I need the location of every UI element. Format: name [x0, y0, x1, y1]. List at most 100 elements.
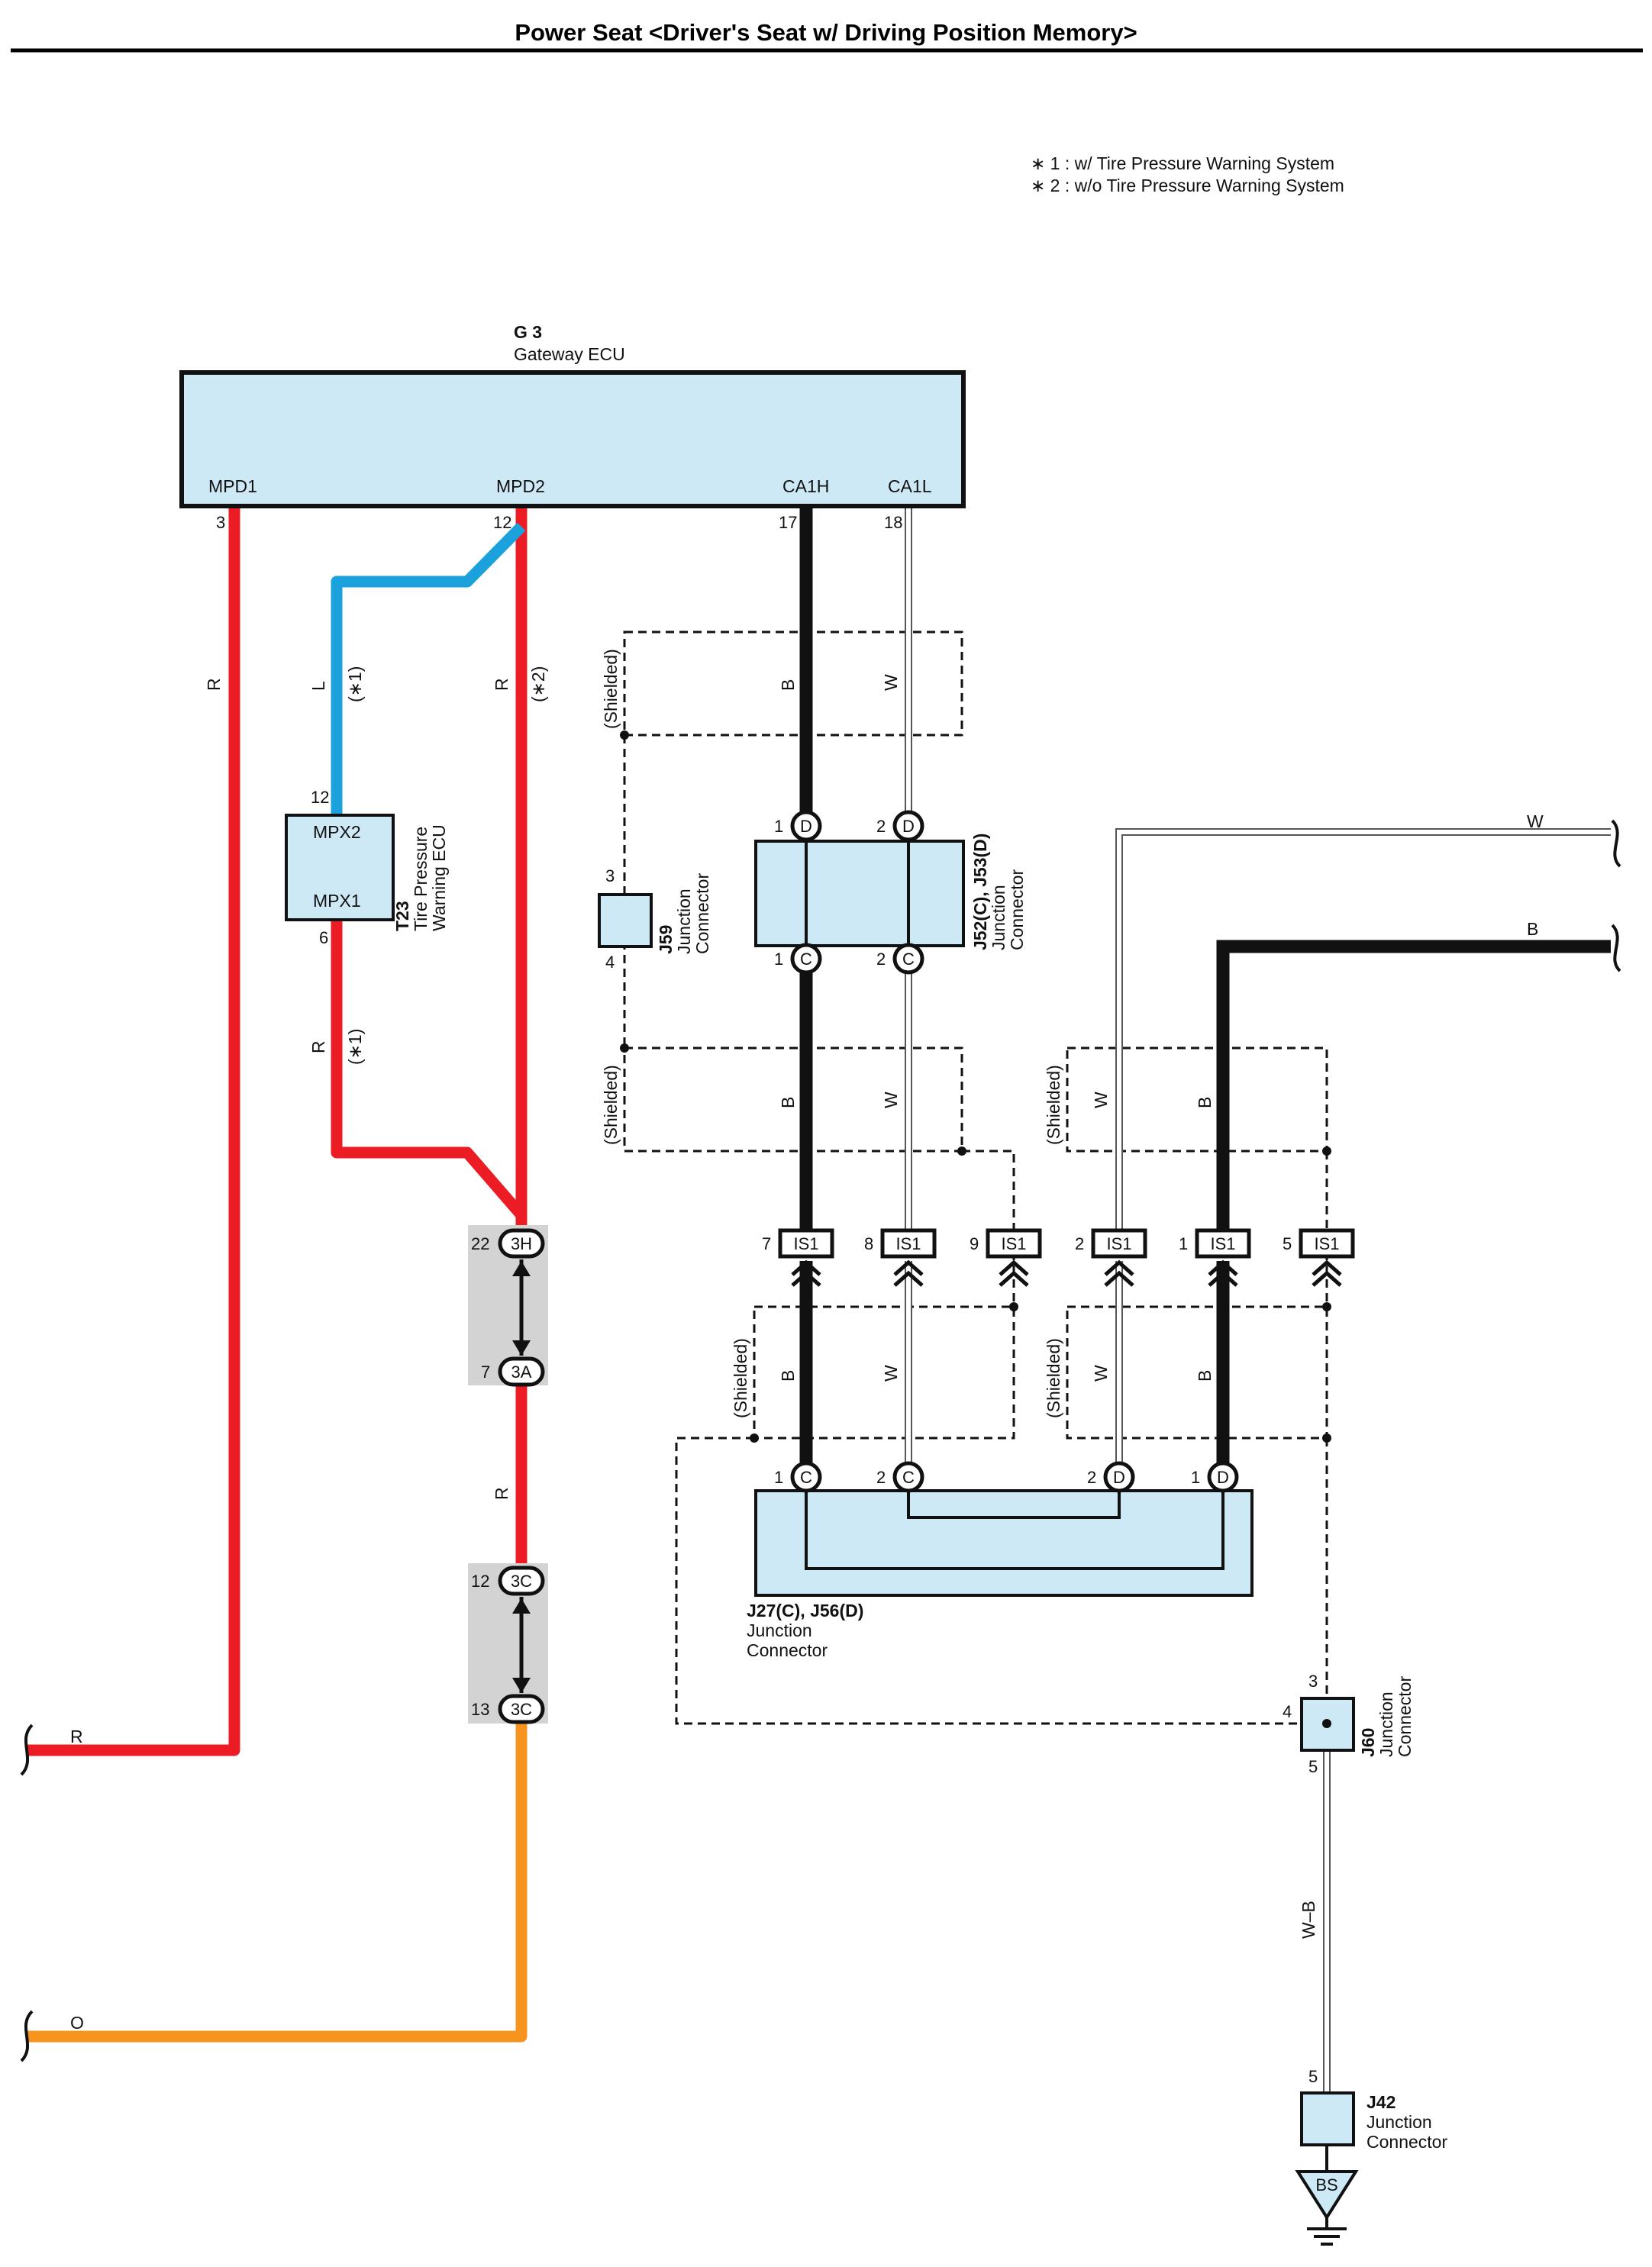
svg-text:IS1: IS1	[1314, 1234, 1339, 1253]
is1-connector-8: IS1 8	[864, 1228, 937, 1287]
svg-text:IS1: IS1	[895, 1234, 921, 1253]
svg-text:D: D	[902, 817, 915, 836]
j27-terminals: C C D D 1 2 2 1	[774, 1461, 1239, 1493]
svg-text:C: C	[902, 950, 915, 969]
j27-box	[754, 1489, 1254, 1597]
ground-symbol: BS	[1295, 2170, 1359, 2246]
svg-text:O: O	[70, 2013, 84, 2033]
gateway-ecu-name: Gateway ECU	[514, 344, 625, 364]
svg-text:B: B	[778, 679, 798, 691]
svg-text:IS1: IS1	[1210, 1234, 1235, 1253]
j27-line1: Junction	[747, 1620, 812, 1640]
svg-text:7: 7	[481, 1362, 490, 1382]
svg-text:J59: J59	[656, 925, 676, 954]
pin-mpd1: 3	[216, 513, 225, 532]
shield-boxes	[620, 630, 1331, 1725]
wire-w-right	[1115, 828, 1611, 1477]
terminal-ca1l: CA1L	[888, 476, 932, 496]
j42-code: J42	[1366, 2092, 1395, 2112]
j60-label: J60 Junction Connector	[1358, 1676, 1415, 1757]
gateway-ecu-box	[179, 370, 966, 508]
tire-ecu-label: T23 Tire Pressure Warning ECU	[392, 824, 449, 931]
svg-text:(∗2): (∗2)	[528, 666, 548, 702]
svg-text:1: 1	[1191, 1468, 1200, 1487]
j42-box	[1300, 2091, 1355, 2146]
pin-ca1l: 18	[884, 513, 902, 532]
svg-text:R: R	[70, 1727, 83, 1746]
j42-line1: Junction	[1366, 2112, 1432, 2132]
svg-text:2: 2	[876, 817, 886, 836]
svg-text:W: W	[881, 1365, 901, 1382]
j60-pin-left: 4	[1283, 1702, 1292, 1721]
svg-text:J60: J60	[1358, 1728, 1378, 1757]
svg-text:Junction: Junction	[674, 888, 694, 954]
svg-text:2: 2	[1075, 1234, 1084, 1253]
svg-text:3C: 3C	[511, 1700, 532, 1719]
svg-text:(Shielded): (Shielded)	[601, 1065, 621, 1145]
wire-mpd1-red	[27, 500, 240, 1756]
svg-text:2: 2	[876, 950, 886, 969]
note-1: ∗ 1 : w/ Tire Pressure Warning System	[1031, 153, 1334, 173]
svg-text:Warning ECU: Warning ECU	[429, 824, 449, 931]
svg-text:B: B	[778, 1370, 798, 1382]
inline-connector-terminals: 3H 3A 3C 3C 22 7 12 13	[471, 1228, 545, 1724]
page-title: Power Seat <Driver's Seat w/ Driving Pos…	[515, 19, 1137, 46]
svg-text:T23: T23	[392, 901, 412, 931]
svg-text:D: D	[1113, 1468, 1125, 1487]
gateway-ecu-code: G 3	[514, 322, 542, 342]
j60-pin-bottom: 5	[1308, 1757, 1318, 1776]
wire-orange	[27, 1710, 528, 2043]
j27-line2: Connector	[747, 1640, 828, 1660]
svg-text:C: C	[902, 1468, 915, 1487]
svg-text:R: R	[492, 678, 511, 691]
tire-ecu-mpx2: MPX2	[313, 822, 361, 842]
pin-mpd2: 12	[493, 513, 511, 532]
svg-text:Connector: Connector	[1007, 869, 1027, 950]
pin-ca1h: 17	[779, 513, 797, 532]
svg-text:22: 22	[471, 1234, 489, 1253]
svg-text:B: B	[1195, 1097, 1215, 1108]
wire-mpx1-red	[331, 920, 526, 1219]
svg-text:D: D	[800, 817, 812, 836]
wire-blue-l	[331, 522, 526, 815]
svg-text:C: C	[800, 950, 812, 969]
j59-box	[598, 893, 653, 948]
svg-text:J52(C), J53(D): J52(C), J53(D)	[970, 834, 990, 950]
svg-text:W: W	[881, 1092, 901, 1108]
svg-text:9: 9	[970, 1234, 979, 1253]
svg-text:C: C	[800, 1468, 812, 1487]
svg-text:3A: 3A	[511, 1362, 532, 1382]
svg-text:D: D	[1217, 1468, 1229, 1487]
svg-text:Connector: Connector	[692, 873, 712, 954]
svg-text:IS1: IS1	[1106, 1234, 1131, 1253]
svg-text:(∗1): (∗1)	[345, 1029, 365, 1065]
svg-text:12: 12	[471, 1572, 489, 1591]
is1-connector-9: IS1 9	[970, 1228, 1042, 1287]
terminal-mpd1: MPD1	[208, 476, 257, 496]
tire-ecu-pin-top: 12	[311, 788, 329, 807]
svg-text:W–B: W–B	[1299, 1901, 1318, 1939]
svg-text:1: 1	[1179, 1234, 1188, 1253]
svg-text:(Shielded): (Shielded)	[1044, 1065, 1063, 1145]
svg-text:2: 2	[876, 1468, 886, 1487]
svg-text:8: 8	[864, 1234, 873, 1253]
svg-text:1: 1	[774, 1468, 783, 1487]
svg-text:W: W	[1091, 1092, 1111, 1108]
j59-pin-top: 3	[605, 866, 615, 885]
svg-text:(∗1): (∗1)	[345, 666, 365, 702]
j52-label: J52(C), J53(D) Junction Connector	[970, 834, 1027, 950]
j52-box	[754, 840, 965, 947]
svg-text:R: R	[204, 678, 224, 691]
is1-connector-1: IS1 1	[1179, 1228, 1251, 1287]
svg-text:W: W	[1091, 1365, 1111, 1382]
svg-text:IS1: IS1	[1001, 1234, 1026, 1253]
wire-break-marks	[20, 819, 1621, 2062]
svg-text:B: B	[1527, 919, 1538, 939]
svg-text:3C: 3C	[511, 1572, 532, 1591]
wire-color-labels: R L (∗1) R (∗2) R (∗1) R B W B W W B B W…	[70, 666, 1544, 2033]
svg-text:(Shielded): (Shielded)	[731, 1338, 750, 1418]
svg-text:W: W	[1527, 811, 1544, 831]
svg-text:(Shielded): (Shielded)	[601, 649, 621, 729]
